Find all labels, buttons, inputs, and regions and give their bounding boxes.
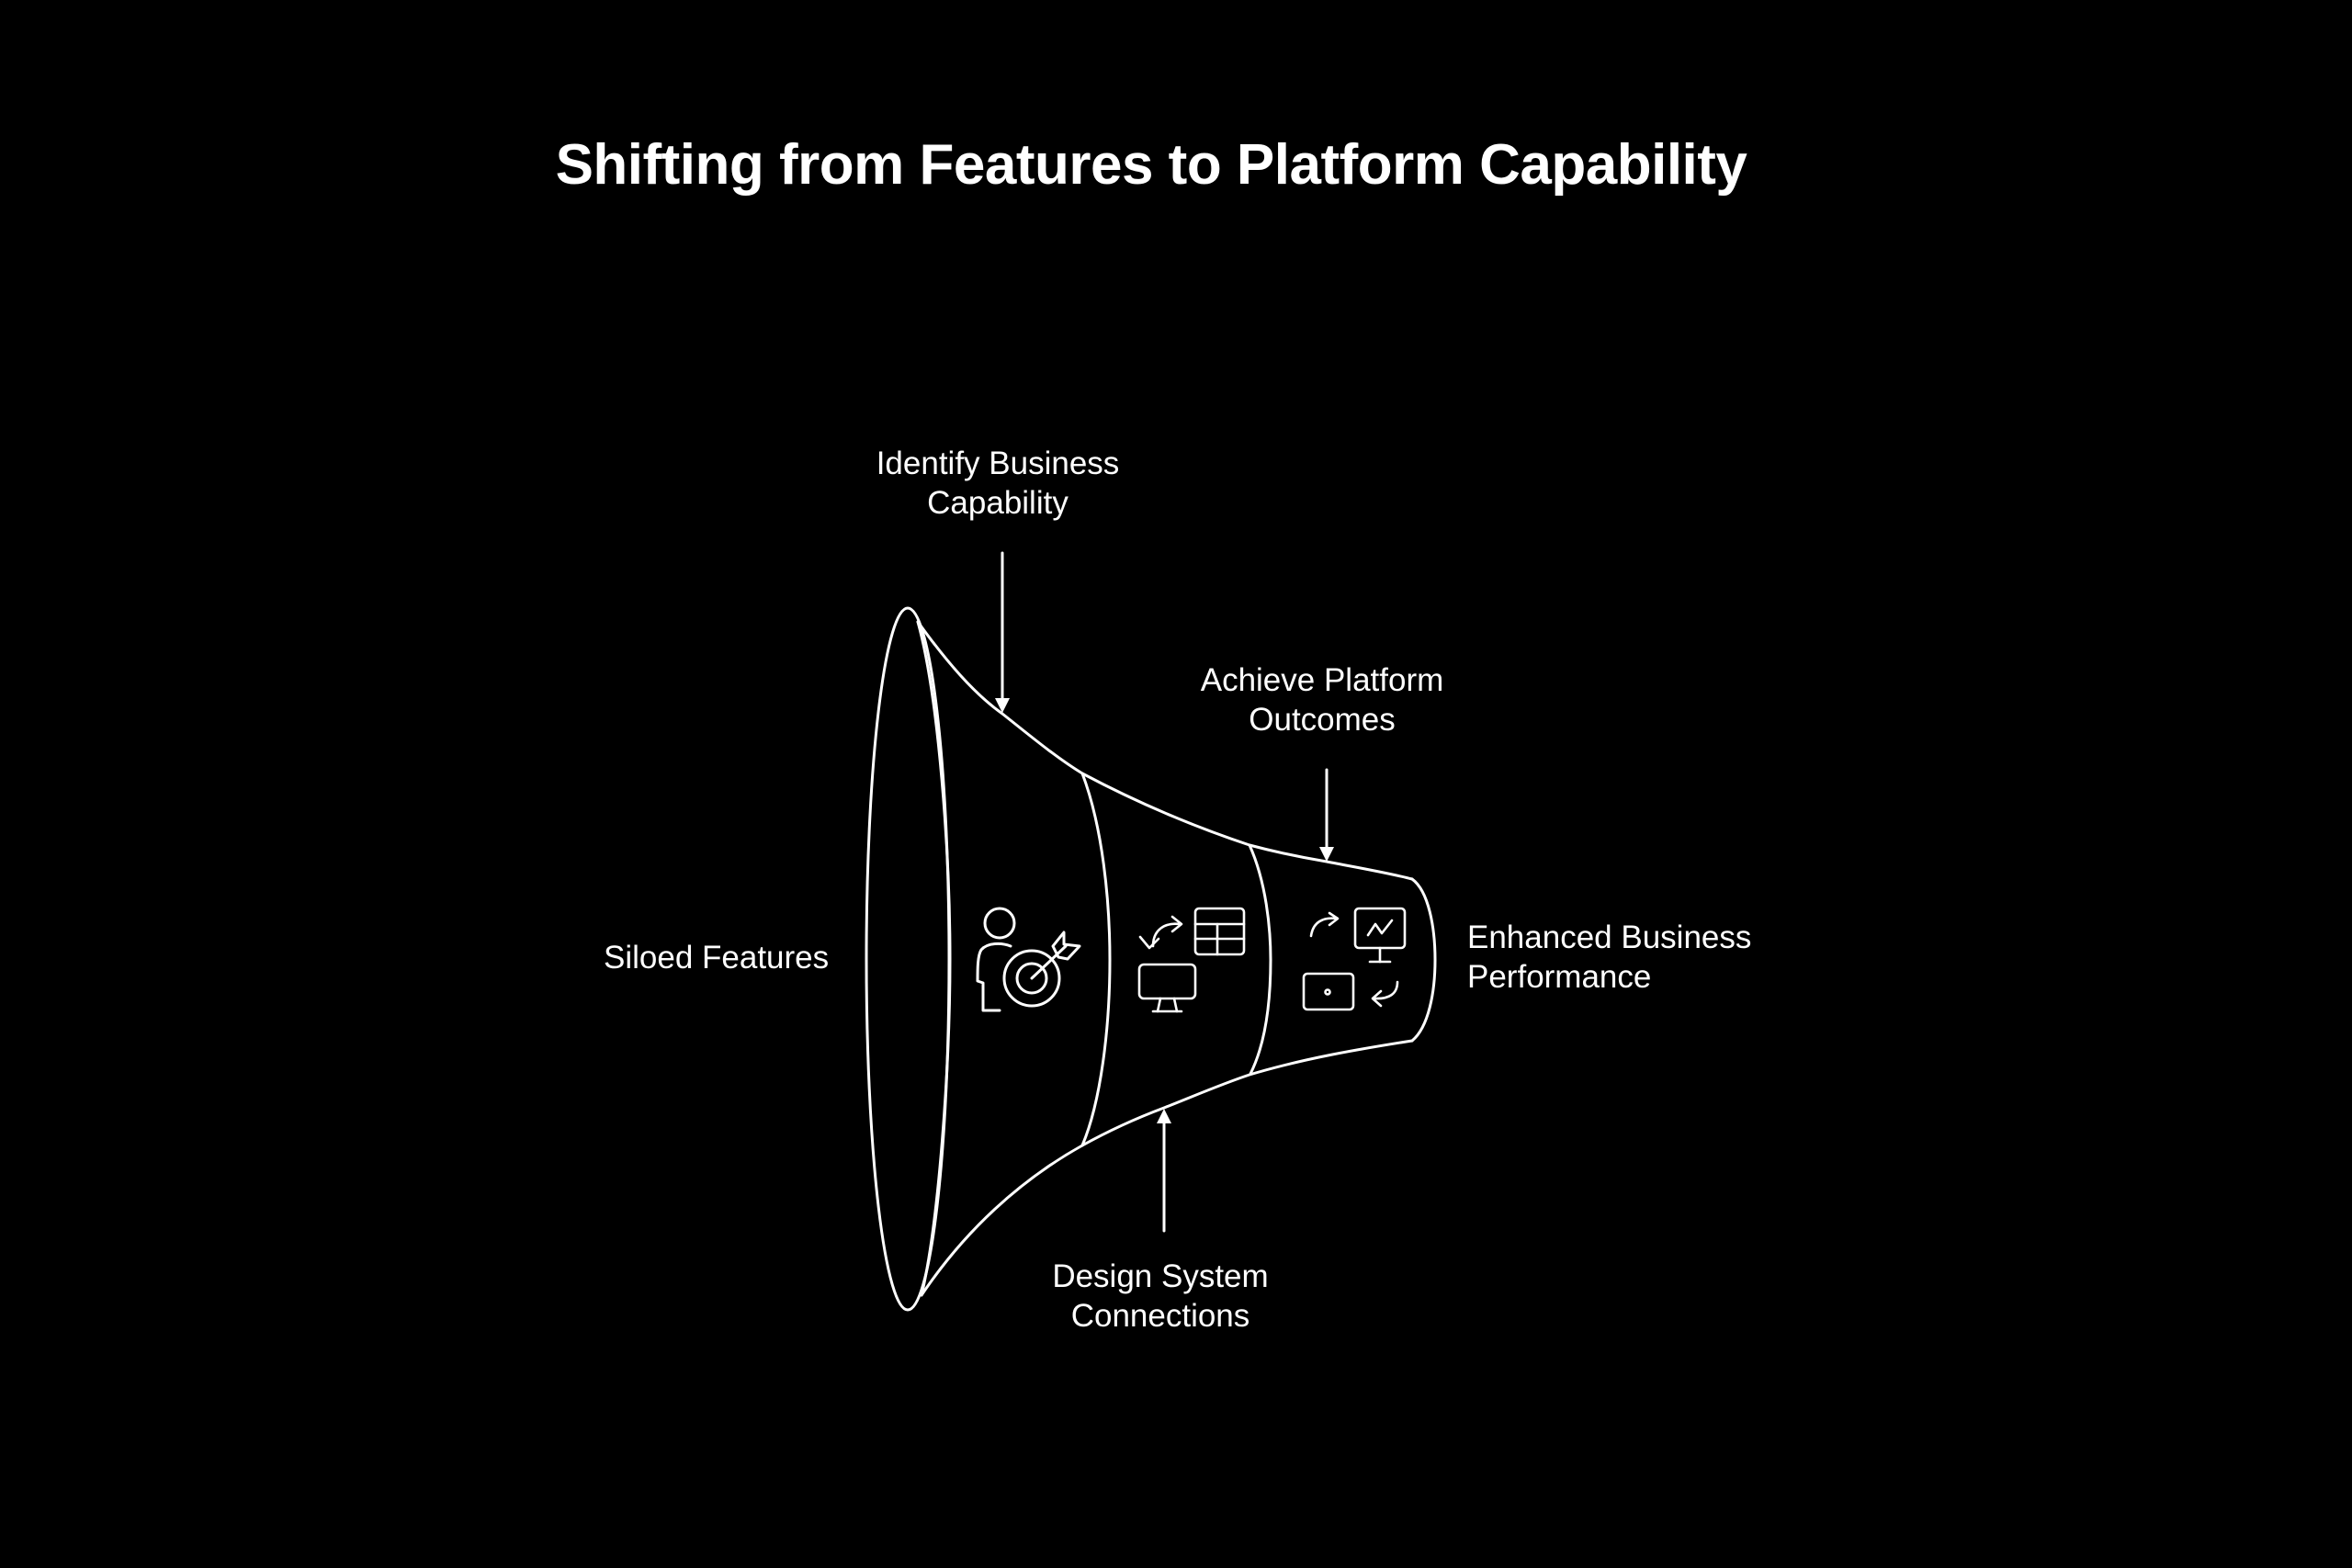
funnel-mouth-inner-arc	[916, 620, 952, 1297]
arrow-identify	[995, 551, 1010, 713]
funnel-end-cap	[1410, 877, 1437, 1043]
label-enhanced-business-performance: Enhanced Business Performance	[1467, 919, 1752, 995]
diagram-title: Shifting from Features to Platform Capab…	[555, 133, 1747, 197]
label-siloed-features: Siloed Features	[604, 940, 830, 976]
funnel-lower-curve	[920, 1039, 1414, 1297]
arrow-achieve	[1319, 768, 1334, 862]
monitor-icon	[1137, 963, 1197, 1013]
label-achieve-platform-outcomes: Achieve Platform Outcomes	[1200, 662, 1444, 738]
callout-arrows	[995, 551, 1334, 1233]
funnel-divider-2	[1080, 772, 1112, 1147]
table-icon	[1193, 907, 1246, 956]
chart-monitor-icon	[1353, 907, 1407, 964]
funnel-outline	[865, 606, 1437, 1312]
funnel-divider-3	[1248, 843, 1272, 1076]
label-identify-business-capability: Identify Business Capability	[876, 446, 1120, 521]
label-design-system-connections: Design System Connections	[1052, 1258, 1269, 1334]
tablet-icon	[1302, 972, 1355, 1011]
swap-arrows-icon	[1138, 915, 1183, 950]
arrow-design	[1157, 1109, 1171, 1233]
return-arrow-icon	[1371, 980, 1399, 1008]
forward-arrow-icon	[1309, 911, 1340, 938]
person-target-icon	[976, 907, 1081, 1012]
funnel-upper-curve	[916, 620, 1414, 881]
